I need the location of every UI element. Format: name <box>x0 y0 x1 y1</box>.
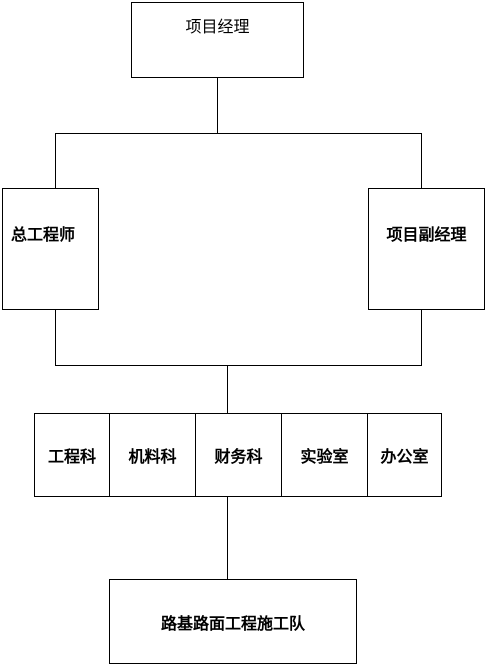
department-label: 机料科 <box>128 447 177 466</box>
chief-engineer-label: 总工程师 <box>11 225 76 244</box>
deputy-project-manager-box: 项目副经理 <box>368 188 485 310</box>
department-label: 实验室 <box>300 447 349 466</box>
departments-row: 工程科 机料科 财务科 实验室 办公室 <box>34 413 442 497</box>
deputy-project-manager-label: 项目副经理 <box>386 225 467 244</box>
department-laboratory: 实验室 <box>282 414 368 496</box>
department-office: 办公室 <box>368 414 441 496</box>
department-engineering: 工程科 <box>35 414 110 496</box>
project-manager-box: 项目经理 <box>131 2 304 78</box>
chief-engineer-box: 总工程师 <box>2 188 99 310</box>
department-finance: 财务科 <box>196 414 282 496</box>
department-label: 工程科 <box>47 447 96 466</box>
construction-team-box: 路基路面工程施工队 <box>109 579 357 664</box>
department-materials: 机料科 <box>110 414 196 496</box>
project-manager-label: 项目经理 <box>185 17 250 36</box>
department-label: 办公室 <box>380 447 429 466</box>
department-label: 财务科 <box>214 447 263 466</box>
construction-team-label: 路基路面工程施工队 <box>160 613 305 633</box>
